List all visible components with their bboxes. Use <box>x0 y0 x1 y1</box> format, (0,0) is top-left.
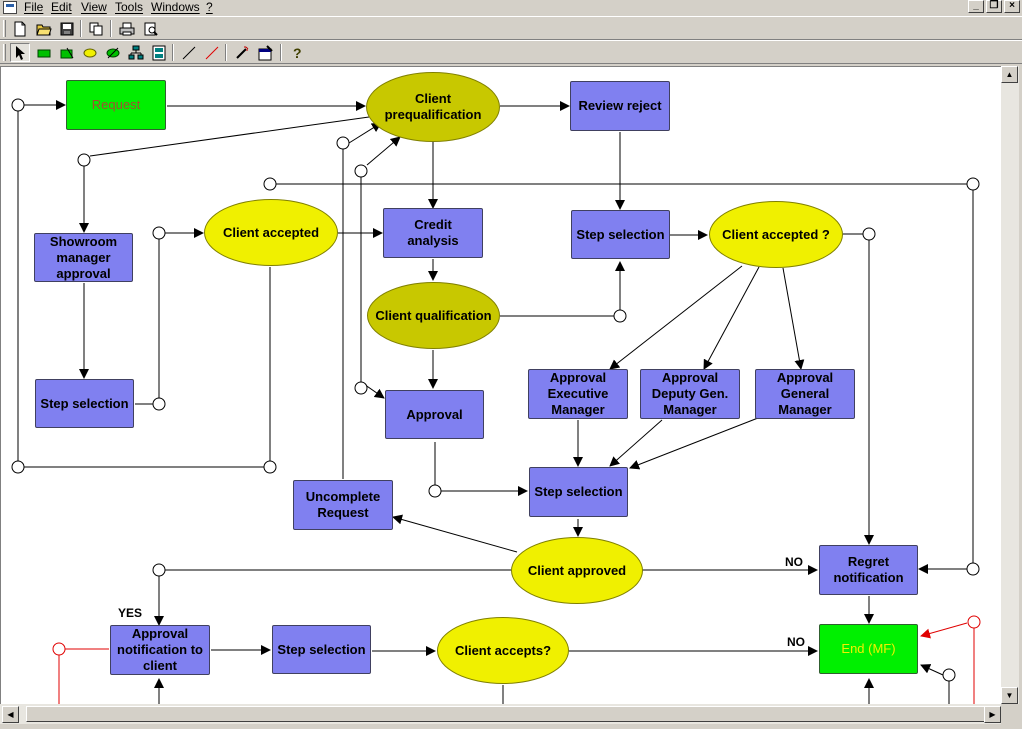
diagram-connectors <box>11 98 981 704</box>
activity-tool-icon[interactable] <box>57 43 77 62</box>
open-folder-icon[interactable] <box>34 19 54 38</box>
toolbar-grip[interactable] <box>3 20 6 37</box>
node-credit-analysis[interactable]: Credit analysis <box>383 208 483 258</box>
menu-windows[interactable]: Windows <box>151 0 200 14</box>
menu-view[interactable]: View <box>81 0 107 14</box>
toolbar-separator <box>280 44 282 61</box>
hierarchy-tool-icon[interactable] <box>126 43 146 62</box>
node-uncomplete-request[interactable]: Uncomplete Request <box>293 480 393 530</box>
node-regret-notification[interactable]: Regret notification <box>819 545 918 595</box>
menu-edit[interactable]: Edit <box>51 0 72 14</box>
scroll-left-button[interactable]: ◀ <box>2 706 19 723</box>
scroll-up-button[interactable]: ▲ <box>1001 66 1018 83</box>
pointer-icon[interactable] <box>10 43 30 62</box>
horizontal-scroll-thumb[interactable] <box>26 706 986 722</box>
toolbar-separator <box>110 20 112 37</box>
toolbar-separator <box>172 44 174 61</box>
app-icon[interactable] <box>3 1 17 14</box>
node-client-prequalification[interactable]: Client prequalification <box>366 72 500 142</box>
node-request[interactable]: Request <box>66 80 166 130</box>
close-button[interactable]: × <box>1004 0 1020 13</box>
toolbar-grip[interactable] <box>3 44 6 61</box>
restore-button[interactable]: ❐ <box>986 0 1002 13</box>
scrollbar-corner <box>1001 704 1022 729</box>
help-icon[interactable]: ? <box>287 43 307 62</box>
decision-tool-icon[interactable] <box>103 43 123 62</box>
node-step-selection-mid[interactable]: Step selection <box>529 467 628 517</box>
node-client-accepts[interactable]: Client accepts? <box>437 617 569 684</box>
standard-toolbar <box>0 16 1022 40</box>
save-icon[interactable] <box>57 19 77 38</box>
properties-icon[interactable] <box>256 43 276 62</box>
node-approval-notification-to-client[interactable]: Approval notification to client <box>110 625 210 675</box>
toolbar-separator <box>80 20 82 37</box>
label-no-end: NO <box>787 635 805 649</box>
node-step-selection-left[interactable]: Step selection <box>35 379 134 428</box>
node-client-accepted[interactable]: Client accepted <box>204 199 338 266</box>
menu-tools[interactable]: Tools <box>115 0 144 14</box>
node-approval-executive-manager[interactable]: Approval Executive Manager <box>528 369 628 419</box>
scroll-down-button[interactable]: ▼ <box>1001 687 1018 704</box>
rectangle-tool-icon[interactable] <box>34 43 54 62</box>
node-approval-general-manager[interactable]: Approval General Manager <box>755 369 855 419</box>
drawing-toolbar: ? <box>0 40 1022 64</box>
menu-file[interactable]: File <box>24 0 44 14</box>
toolbar-separator <box>225 44 227 61</box>
red-line-tool-icon[interactable] <box>202 43 222 62</box>
label-yes: YES <box>118 606 143 620</box>
menu-help[interactable]: ? <box>206 0 213 14</box>
diagram-canvas[interactable]: Request Client prequalification Review r… <box>0 66 1001 704</box>
menu-bar: File Edit View Tools Windows ? _ ❐ × <box>0 0 1022 16</box>
black-line-tool-icon[interactable] <box>179 43 199 62</box>
copy-icon[interactable] <box>86 19 106 38</box>
node-client-qualification[interactable]: Client qualification <box>367 282 500 349</box>
node-step-selection-bottom[interactable]: Step selection <box>272 625 371 674</box>
node-showroom-manager-approval[interactable]: Showroom manager approval <box>34 233 133 282</box>
wand-icon[interactable] <box>232 43 252 62</box>
vertical-scrollbar[interactable]: ▲ ▼ <box>1001 66 1019 704</box>
scroll-right-button[interactable]: ▶ <box>984 706 1001 723</box>
node-review-reject[interactable]: Review reject <box>570 81 670 131</box>
node-approval[interactable]: Approval <box>385 390 484 439</box>
node-client-accepted-question[interactable]: Client accepted ? <box>709 201 843 268</box>
print-icon[interactable] <box>117 19 137 38</box>
node-end-mf[interactable]: End (MF) <box>819 624 918 674</box>
label-no-regret: NO <box>785 555 803 569</box>
horizontal-scrollbar[interactable]: ◀ ▶ <box>0 704 1001 724</box>
ellipse-tool-icon[interactable] <box>80 43 100 62</box>
node-approval-deputy-gen-manager[interactable]: Approval Deputy Gen. Manager <box>640 369 740 419</box>
minimize-button[interactable]: _ <box>968 0 984 13</box>
print-preview-icon[interactable] <box>141 19 161 38</box>
node-step-selection-top[interactable]: Step selection <box>571 210 670 259</box>
node-client-approved[interactable]: Client approved <box>511 537 643 604</box>
subprocess-tool-icon[interactable] <box>149 43 169 62</box>
svg-text:?: ? <box>293 45 302 61</box>
new-document-icon[interactable] <box>10 19 30 38</box>
